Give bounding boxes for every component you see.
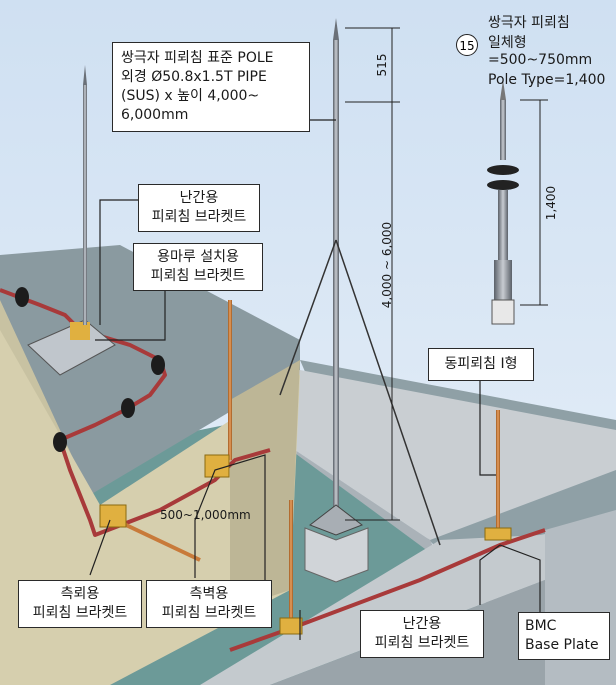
left-tall-rod-tip (83, 65, 87, 85)
conductor-parapet (229, 528, 546, 652)
copper-rod-base (484, 527, 512, 541)
dim-inset-height: 1,400 (544, 185, 558, 221)
label-line: 측벽용 (189, 586, 229, 602)
side-wall-bracket (204, 454, 230, 478)
copper-rod-i-type (496, 410, 500, 530)
copper-rod-parapet (289, 500, 293, 620)
label-line: 난간용 (402, 616, 442, 632)
pole-line-2: 외경 Ø50.8x1.5T PIPE (121, 69, 267, 85)
ridge-bracket-base (27, 319, 116, 376)
inset-number-badge: 15 (456, 34, 478, 56)
callout-standard-pole: 쌍극자 피뢰침 표준 POLE 외경 Ø50.8x1.5T PIPE (SUS)… (112, 42, 310, 132)
pole-base-block (304, 527, 369, 583)
side-bracket (99, 504, 127, 528)
pole-line-1: 쌍극자 피뢰침 표준 POLE (121, 50, 274, 66)
inset-title: 쌍극자 피뢰침 (488, 15, 570, 31)
cable-clips (15, 287, 165, 452)
callout-base-plate: BMC Base Plate (518, 612, 610, 660)
dim-pole-height: 4,000 ~ 6,000 (380, 221, 394, 309)
ridge-bracket-clamp (70, 322, 90, 340)
left-tall-rod (83, 85, 87, 325)
callout-railing-bracket-bottom: 난간용 피뢰침 브라켓트 (360, 610, 484, 658)
callout-side-wall-bracket: 측벽용 피뢰침 브라켓트 (146, 580, 272, 628)
label-line: 피뢰침 브라켓트 (161, 605, 257, 621)
dimension-lines (345, 27, 548, 521)
label-line: 동피뢰침 I형 (444, 356, 518, 372)
label-line: 피뢰침 브라켓트 (32, 605, 128, 621)
dim-side-rod-length: 500~1,000mm (160, 508, 251, 522)
pole-base-flange (308, 504, 364, 536)
callout-railing-bracket-top: 난간용 피뢰침 브라켓트 (138, 184, 260, 232)
main-pole (333, 40, 339, 520)
label-line: 피뢰침 브라켓트 (150, 268, 246, 284)
leader-lines (89, 119, 541, 640)
inset-rod-drawing (487, 80, 519, 325)
label-line: Base Plate (525, 637, 599, 653)
label-line: 피뢰침 브라켓트 (151, 209, 247, 225)
inset-subtitle: 일체형 (488, 35, 527, 51)
callout-copper-rod-i: 동피뢰침 I형 (428, 348, 534, 381)
guy-wire-right (335, 239, 441, 546)
label-line: 난간용 (179, 190, 219, 206)
right-parapet-top (250, 370, 616, 540)
callout-ridge-bracket: 용마루 설치용 피뢰침 브라켓트 (133, 243, 263, 291)
copper-rod-wall (228, 300, 232, 460)
label-line: 피뢰침 브라켓트 (374, 635, 470, 651)
inset-length-range: =500~750mm (488, 52, 593, 68)
dim-top-515: 515 (375, 53, 389, 77)
main-pole-tip (333, 18, 339, 40)
label-line: 측뢰용 (60, 586, 100, 602)
label-line: 용마루 설치용 (157, 249, 239, 265)
front-parapet (200, 520, 616, 685)
label-line: BMC (525, 618, 557, 634)
inset-pole-type: Pole Type=1,400 (488, 72, 606, 88)
guy-wire-left (279, 239, 337, 396)
pole-line-3: (SUS) x 높이 4,000~ (121, 88, 260, 104)
parapet-bracket (279, 617, 303, 635)
callout-side-bracket: 측뢰용 피뢰침 브라켓트 (18, 580, 142, 628)
pole-line-4: 6,000mm (121, 107, 189, 123)
